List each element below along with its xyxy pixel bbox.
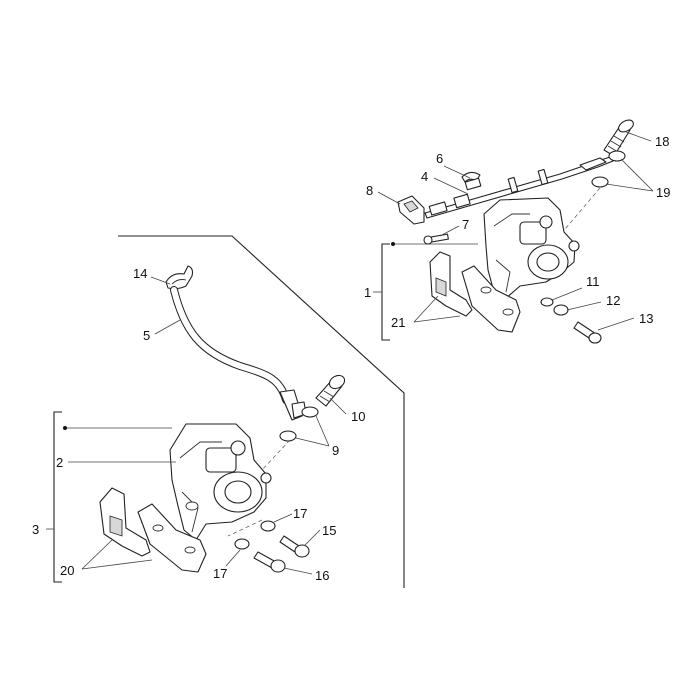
callout-15: 15	[322, 523, 336, 538]
callout-8: 8	[366, 183, 373, 198]
bolt-part-16	[253, 551, 286, 573]
leader-9b	[295, 437, 330, 447]
callout-13: 13	[639, 311, 653, 326]
washer-part-9b	[279, 430, 297, 442]
callout-9: 9	[332, 443, 339, 458]
callout-21: 21	[391, 315, 405, 330]
leader-11	[551, 287, 583, 301]
leader-17a	[273, 513, 293, 523]
bolt-part-18	[603, 119, 634, 157]
leader-9a	[315, 415, 330, 447]
callout-2: 2	[56, 455, 63, 470]
washer-part-19b	[591, 176, 609, 188]
callout-4: 4	[421, 169, 428, 184]
leader-13	[597, 317, 635, 331]
callout-5: 5	[143, 328, 150, 343]
washer-part-12	[553, 304, 569, 316]
lower-brake-caliper	[169, 423, 272, 541]
leader-6	[443, 165, 471, 179]
leader-16	[283, 567, 313, 575]
bracket-group-1	[381, 243, 390, 341]
marker-dot-2	[63, 426, 67, 430]
bolt-part-13	[573, 321, 602, 344]
leader-19b	[605, 183, 654, 192]
alignment-line-lower-b	[227, 519, 263, 537]
callout-17-lower: 17	[213, 566, 227, 581]
bolt-part-10	[315, 374, 346, 407]
leader-19a	[620, 158, 654, 192]
pipe-clip-part-6	[461, 171, 482, 191]
leader-17b	[225, 549, 241, 567]
callout-20: 20	[60, 563, 74, 578]
callout-10: 10	[351, 409, 365, 424]
leader-15	[303, 529, 321, 547]
leader-7	[439, 225, 460, 237]
callout-18: 18	[655, 134, 669, 149]
leader-8	[377, 191, 401, 205]
brake-pipe-part-4	[424, 156, 614, 219]
bracket-group-3	[53, 411, 62, 583]
washer-part-9a	[301, 406, 319, 418]
separator-line	[118, 235, 405, 588]
leader-5	[154, 319, 181, 335]
washer-part-17a	[260, 520, 276, 532]
leader-14	[150, 276, 171, 285]
leader-18	[625, 131, 652, 142]
alignment-line-upper	[559, 187, 601, 236]
callout-1: 1	[364, 285, 371, 300]
leader-20b	[81, 559, 153, 570]
bleed-screw-part-7	[423, 233, 449, 245]
callout-16: 16	[315, 568, 329, 583]
leader-10	[329, 397, 347, 415]
upper-brake-caliper	[483, 197, 580, 301]
leader-21b	[413, 315, 461, 323]
callout-12: 12	[606, 293, 620, 308]
callout-6: 6	[436, 151, 443, 166]
leader-21a	[413, 295, 439, 323]
callout-14: 14	[133, 266, 147, 281]
hose-clip-part-14	[165, 265, 194, 290]
callout-11: 11	[586, 274, 600, 289]
connector-part-8	[397, 195, 425, 225]
washer-part-19a	[608, 150, 626, 162]
callout-17-upper: 17	[293, 506, 307, 521]
washer-part-11	[540, 297, 554, 307]
bolt-part-15	[279, 535, 310, 558]
callout-7: 7	[462, 217, 469, 232]
callout-3: 3	[32, 522, 39, 537]
leader-20a	[81, 539, 113, 570]
marker-dot-1	[391, 242, 395, 246]
brake-pads-part-20	[99, 487, 207, 573]
leader-12	[566, 301, 602, 311]
brake-pads-part-21	[429, 251, 521, 333]
washer-part-17b	[234, 538, 250, 550]
leader-4	[433, 177, 469, 195]
brake-hose-part-5	[170, 286, 307, 421]
callout-19: 19	[656, 185, 670, 200]
alignment-line-lower-a	[261, 439, 291, 471]
